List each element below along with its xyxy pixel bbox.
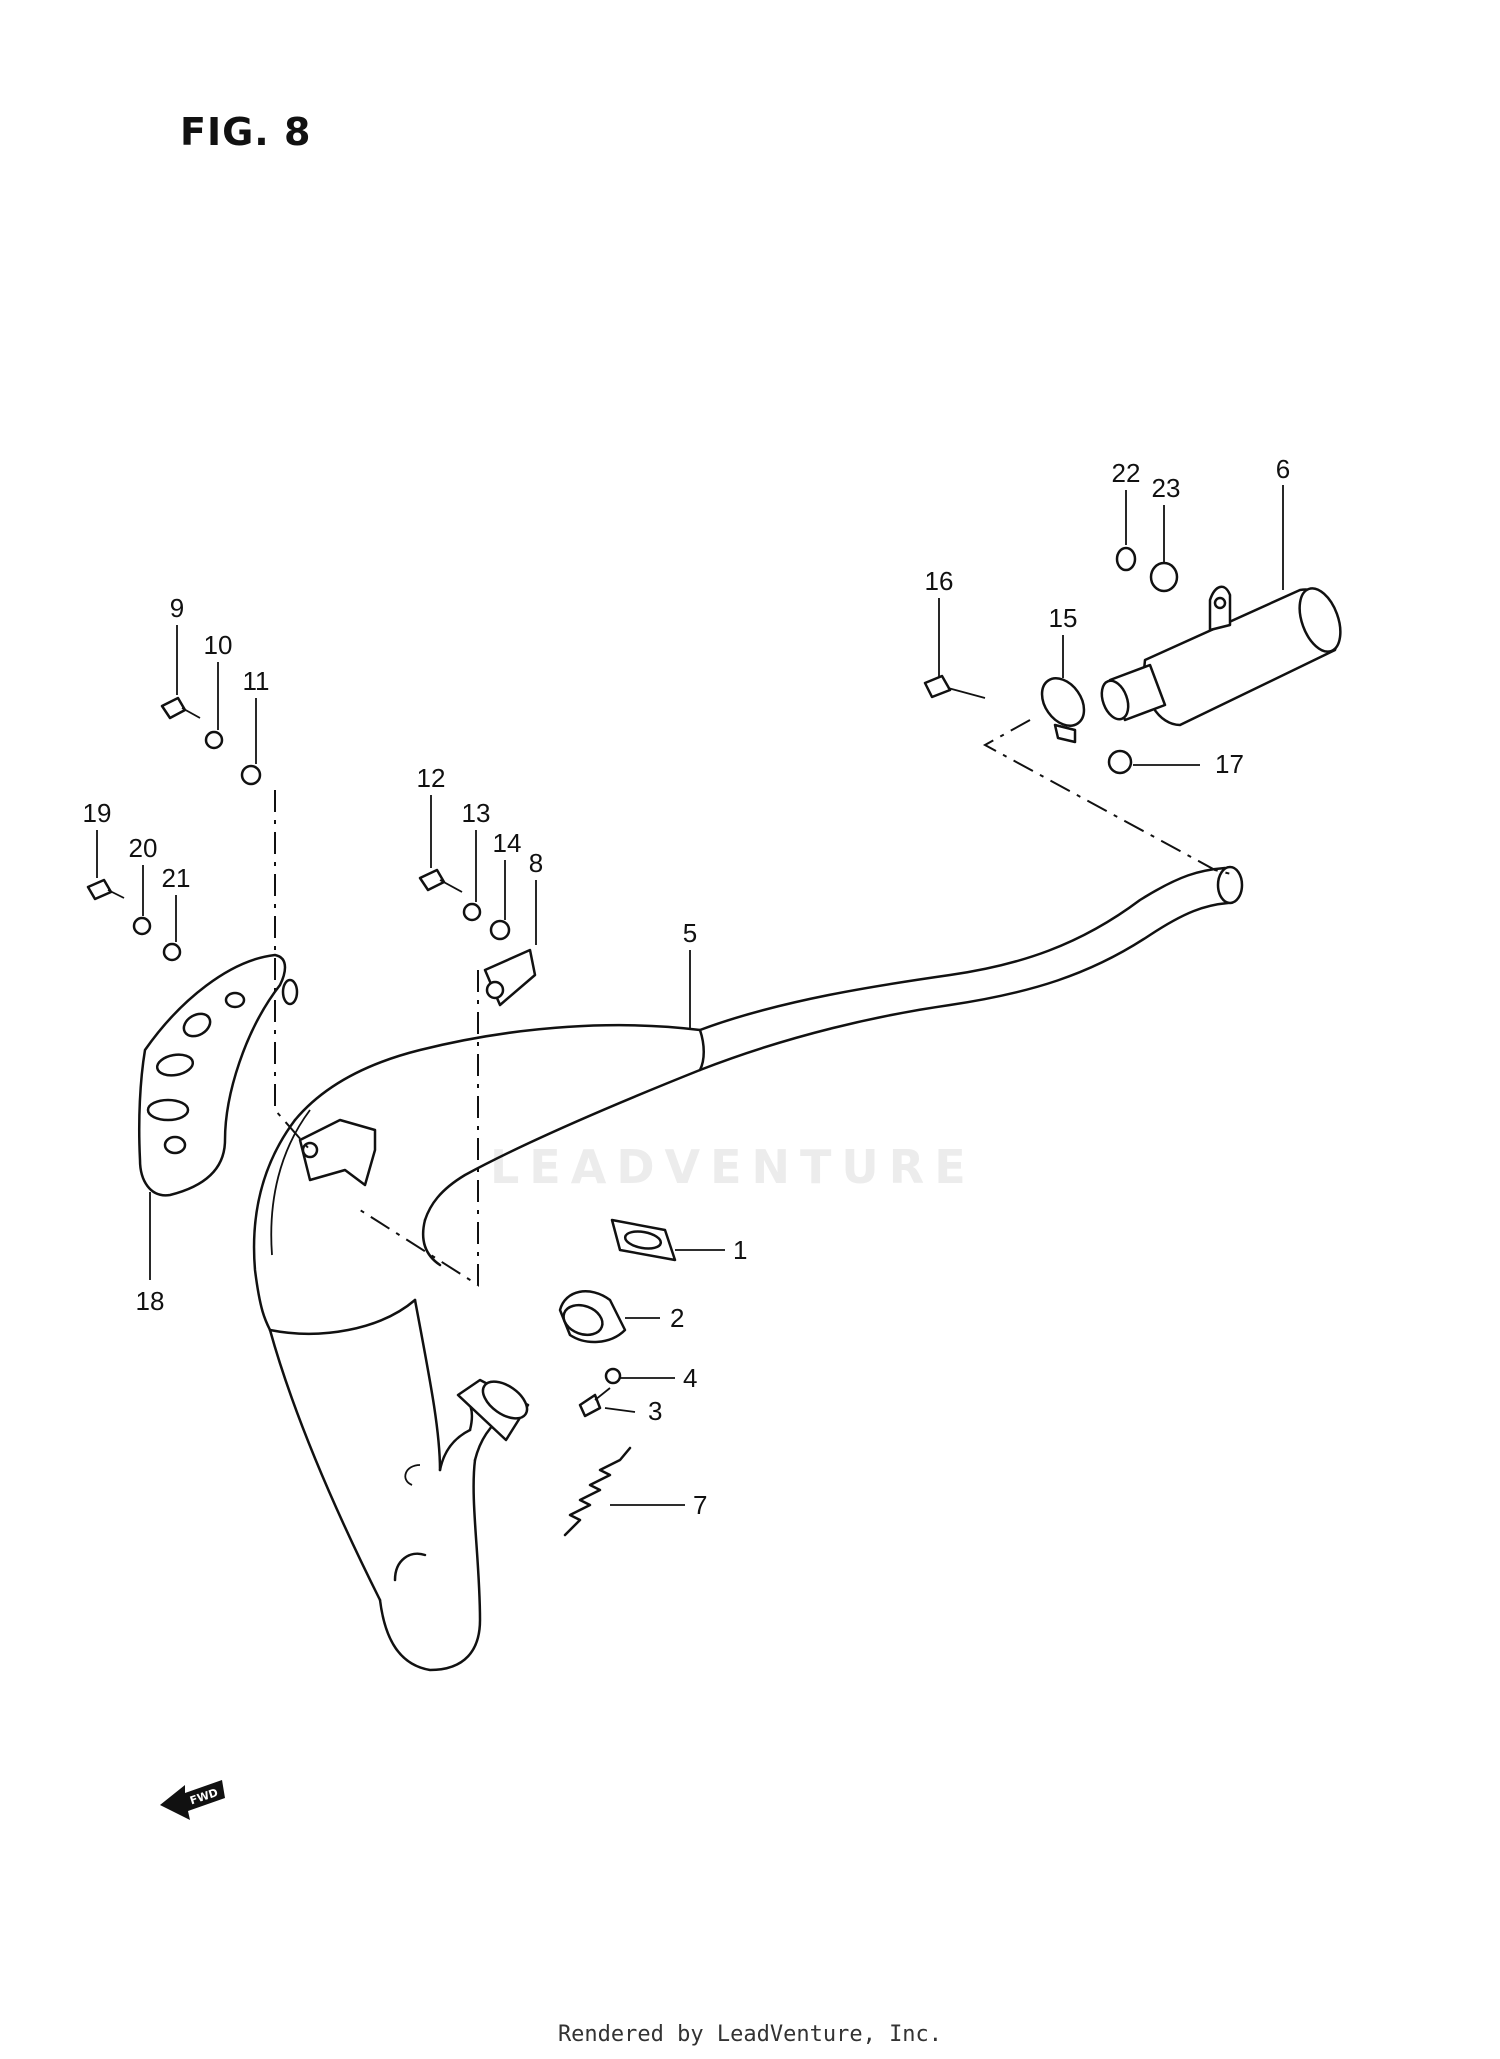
- washer-20[interactable]: [132, 916, 152, 936]
- callout-3: 3: [648, 1396, 662, 1426]
- callout-23: 23: [1152, 473, 1181, 503]
- callout-13: 13: [462, 798, 491, 828]
- bolt-19[interactable]: [86, 878, 125, 901]
- washer-13[interactable]: [462, 902, 482, 922]
- exhaust-gasket[interactable]: [610, 1218, 677, 1262]
- callout-21: 21: [162, 863, 191, 893]
- figure-title: FIG. 8: [180, 110, 312, 154]
- clamp-15[interactable]: [1033, 670, 1092, 744]
- forward-direction-arrow: FWD: [160, 1780, 225, 1820]
- watermark: LEADVENTURE: [490, 1140, 976, 1194]
- washer-14[interactable]: [489, 919, 511, 941]
- bolt-12[interactable]: [418, 868, 463, 893]
- callout-16: 16: [925, 566, 954, 596]
- assembly-line-8: [359, 970, 479, 1287]
- assembly-line-11: [274, 790, 311, 1151]
- callout-18: 18: [136, 1286, 165, 1316]
- callout-14: 14: [493, 828, 522, 858]
- callout-8: 8: [529, 848, 543, 878]
- callout-9: 9: [170, 593, 184, 623]
- callout-4: 4: [683, 1363, 697, 1393]
- bolt-16[interactable]: [923, 674, 986, 699]
- callout-22: 22: [1112, 458, 1141, 488]
- callout-6: 6: [1276, 454, 1290, 484]
- flange-washer[interactable]: [604, 1367, 622, 1385]
- washer-21[interactable]: [162, 942, 182, 962]
- nut-17[interactable]: [1107, 749, 1133, 775]
- callout-19: 19: [83, 798, 112, 828]
- expansion-chamber[interactable]: [252, 865, 1244, 1672]
- callout-2: 2: [670, 1303, 684, 1333]
- callout-12: 12: [417, 763, 446, 793]
- silencer[interactable]: [1097, 583, 1348, 727]
- washer-10[interactable]: [204, 730, 224, 750]
- callout-15: 15: [1049, 603, 1078, 633]
- hanger-bracket-clamp[interactable]: [483, 948, 537, 1007]
- callout-7: 7: [693, 1490, 707, 1520]
- exhaust-spring[interactable]: [563, 1446, 632, 1537]
- leader-lines: [96, 485, 1284, 1506]
- callout-20: 20: [129, 833, 158, 863]
- callout-11: 11: [243, 666, 270, 696]
- callout-5: 5: [683, 918, 697, 948]
- flange-bolt[interactable]: [578, 1387, 611, 1418]
- exhaust-flange-joint[interactable]: [558, 1290, 627, 1344]
- grommet-23[interactable]: [1149, 561, 1179, 593]
- callout-1: 1: [733, 1235, 747, 1265]
- callout-10: 10: [204, 630, 233, 660]
- heat-shield[interactable]: [137, 953, 299, 1197]
- callout-17: 17: [1215, 749, 1244, 779]
- assembly-line-16: [982, 719, 1236, 876]
- washer-11[interactable]: [240, 764, 262, 786]
- damper-22[interactable]: [1115, 546, 1137, 572]
- footer-credit: Rendered by LeadVenture, Inc.: [557, 2022, 943, 2047]
- bolt-9[interactable]: [160, 696, 201, 720]
